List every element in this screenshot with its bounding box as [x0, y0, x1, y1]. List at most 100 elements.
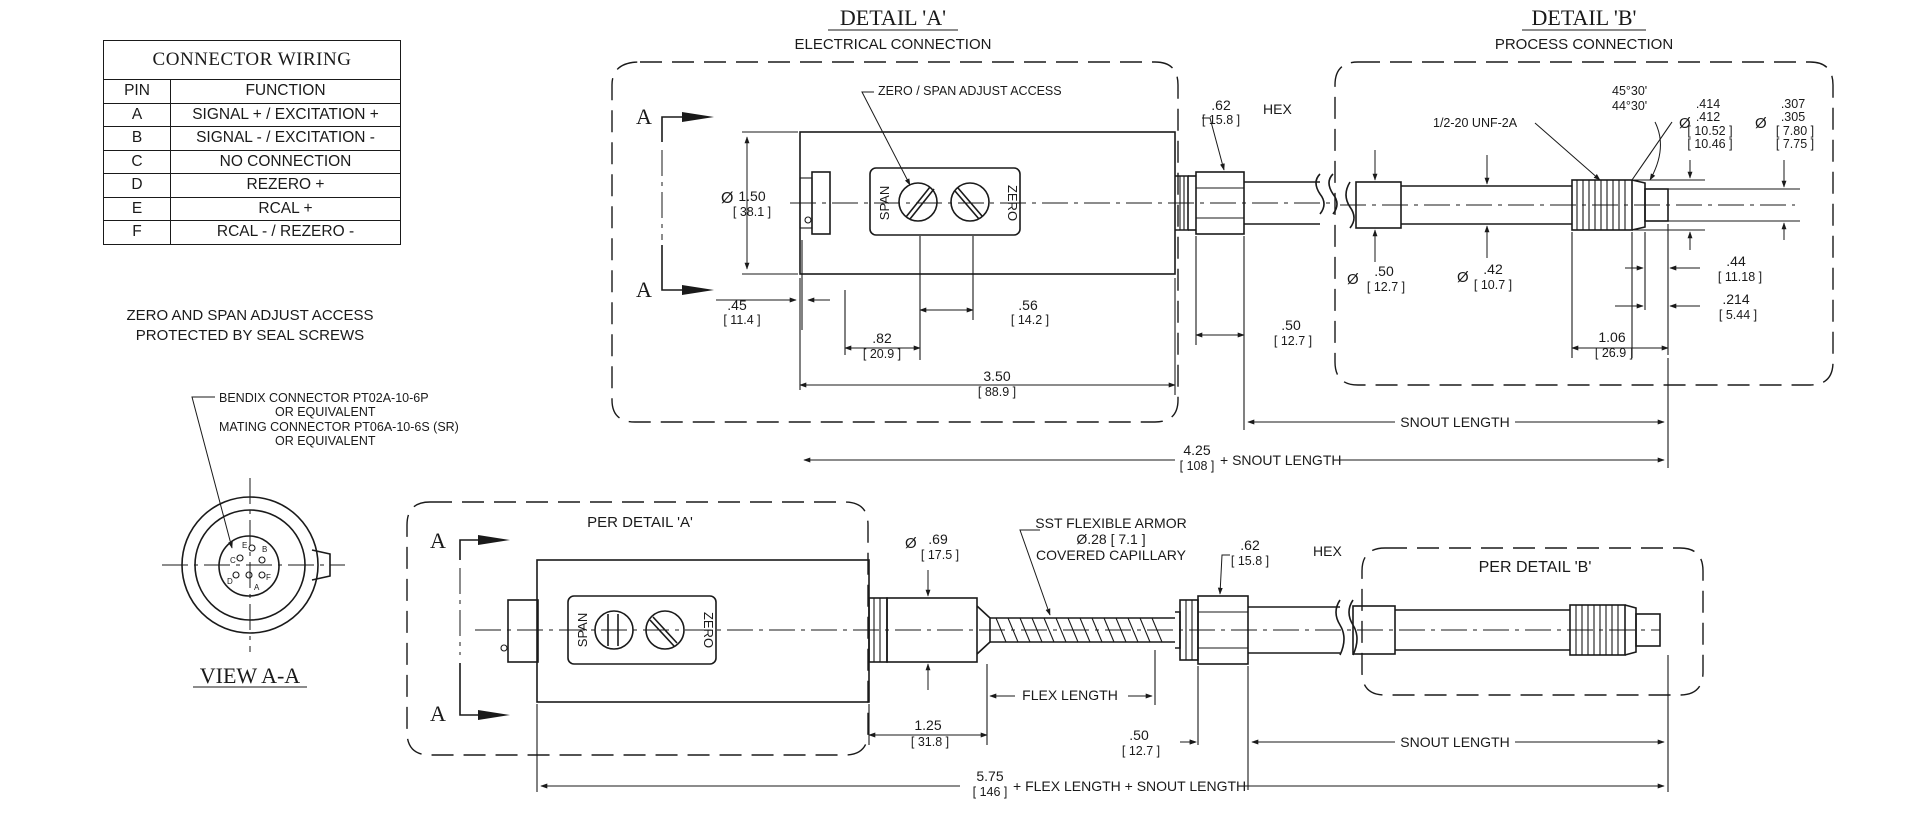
total-425-mm: [ 108 ]: [1180, 459, 1215, 473]
section-a-top-arrow: [682, 112, 714, 122]
wiring-table-title: CONNECTOR WIRING: [103, 40, 401, 80]
dim-125-in: 1.25: [914, 717, 941, 733]
hex-062-in: .62: [1211, 97, 1231, 113]
armor-label-line1: SST FLEXIBLE ARMOR: [1035, 515, 1186, 531]
per-detail-a-boundary: [406, 501, 869, 756]
total-425-suffix: + SNOUT LENGTH: [1220, 452, 1342, 468]
armor-leader-line: [1019, 529, 1051, 616]
function-cell: SIGNAL + / EXCITATION +: [170, 102, 401, 127]
flex-zero-slot-2: [649, 619, 675, 647]
dia-305-in: .305: [1781, 110, 1805, 124]
dim-125-mm: [ 31.8 ]: [911, 735, 949, 749]
dim-045-in: .45: [727, 297, 747, 313]
dia-050-mm: [ 12.7 ]: [1367, 280, 1405, 294]
hex-label: HEX: [1263, 101, 1292, 117]
housing-neck: [1175, 175, 1189, 231]
flex-hex-label: HEX: [1313, 543, 1342, 559]
dia-symbol-042: Ø: [1457, 269, 1469, 286]
thread-leader-line: [1534, 122, 1601, 181]
flex-snout-large: [1352, 605, 1396, 655]
connector-leader-line: [191, 396, 233, 549]
snout-break-right: [1328, 173, 1338, 215]
armor-label-line3: COVERED CAPILLARY: [1036, 547, 1187, 563]
dia-symbol-069: Ø: [905, 535, 917, 552]
dia-1052-mm: [ 10.52 ]: [1687, 124, 1732, 138]
dia-symbol-050: Ø: [1347, 271, 1359, 288]
dia-069-in: .69: [928, 531, 948, 547]
dim-flex-050-mm: [ 12.7 ]: [1122, 744, 1160, 758]
zero-screw-slot-2: [954, 190, 980, 220]
section-a-bottom-marker: [661, 245, 700, 291]
function-cell: RCAL - / REZERO -: [170, 220, 401, 245]
zero-adjust-screw: [950, 182, 990, 222]
armor-label-line2: Ø.28 [ 7.1 ]: [1076, 531, 1145, 547]
function-cell: RCAL +: [170, 196, 401, 221]
zero-screw-slot: [957, 187, 983, 217]
flex-hex-mm: [ 15.8 ]: [1231, 554, 1269, 568]
hex-nut: [1195, 171, 1245, 235]
flex-adapter-taper: [976, 605, 991, 655]
flex-assembly: PER DETAIL 'A' PER DETAIL 'B' A A SPAN Z…: [406, 501, 1704, 799]
section-a2-bottom-letter: A: [430, 701, 446, 726]
flex-thread-hatching: [1575, 605, 1619, 655]
section-a2-top-arrow: [478, 535, 510, 545]
dia-069-mm: [ 17.5 ]: [921, 548, 959, 562]
flex-hex-in: .62: [1240, 537, 1260, 553]
pin-c-label: C: [230, 556, 236, 565]
section-a-top-marker: [661, 116, 700, 142]
view-aa-title: VIEW A-A: [200, 663, 301, 688]
section-a2-top-letter: A: [430, 528, 446, 553]
view-aa: A B C D E F VIEW A-A: [162, 478, 345, 688]
dim-214-mm: [ 5.44 ]: [1719, 308, 1757, 322]
pin-e-socket: [248, 544, 256, 552]
flex-zero-slot: [652, 616, 678, 644]
pin-f-socket: [258, 571, 266, 579]
dia-1046-mm: [ 10.46 ]: [1687, 137, 1732, 151]
snout-b-break: [1345, 181, 1355, 229]
detail-b-subtitle: PROCESS CONNECTION: [1495, 36, 1673, 53]
dia-780-mm: [ 7.80 ]: [1776, 124, 1814, 138]
dim-050-in: .50: [1281, 317, 1301, 333]
flex-thread: [1569, 604, 1626, 656]
per-detail-b-boundary: [1361, 547, 1704, 696]
pin-e-label: E: [242, 541, 247, 550]
detail-b-title: DETAIL 'B': [1532, 5, 1637, 30]
per-detail-b-label: PER DETAIL 'B': [1479, 559, 1592, 576]
view-aa-connector-face: [218, 535, 280, 597]
pin-d-socket: [232, 571, 240, 579]
dia-symbol-150: Ø: [721, 190, 733, 207]
flex-span-screw: [594, 610, 634, 650]
dia-050-in: .50: [1374, 263, 1394, 279]
snout-length-label: SNOUT LENGTH: [1400, 414, 1509, 430]
detail-b-boundary: [1334, 61, 1834, 386]
dim-350-mm: [ 88.9 ]: [978, 385, 1016, 399]
dim-044-mm: [ 11.18 ]: [1718, 270, 1762, 284]
angle-arc: [1649, 121, 1661, 181]
seal-note-line1: ZERO AND SPAN ADJUST ACCESS: [126, 307, 373, 324]
access-leader-line: [861, 91, 911, 186]
flex-connector-key: [500, 644, 508, 652]
detail-b: DETAIL 'B' PROCESS CONNECTION 1/2-20 UNF…: [1334, 5, 1834, 386]
thread-spec-label: 1/2-20 UNF-2A: [1433, 116, 1518, 130]
zero-label: ZERO: [1005, 185, 1020, 221]
angle-upper: 45°30': [1612, 84, 1647, 98]
dia-775-mm: [ 7.75 ]: [1776, 137, 1814, 151]
section-a-bottom-letter: A: [636, 277, 652, 302]
dim-350-in: 3.50: [983, 368, 1010, 384]
flex-zero-label: ZERO: [701, 612, 716, 648]
pin-a-socket: [245, 571, 253, 579]
dia-307-in: .307: [1781, 97, 1805, 111]
pin-c-socket: [236, 554, 244, 562]
dia-150-in: 1.50: [738, 188, 765, 204]
dim-flex-050-in: .50: [1129, 727, 1149, 743]
hex-leader-line: [1202, 117, 1225, 171]
flex-hex-leader: [1217, 554, 1230, 595]
per-detail-a-label: PER DETAIL 'A': [587, 514, 693, 531]
dim-106-in: 1.06: [1598, 329, 1625, 345]
dia-150-mm: [ 38.1 ]: [733, 205, 771, 219]
